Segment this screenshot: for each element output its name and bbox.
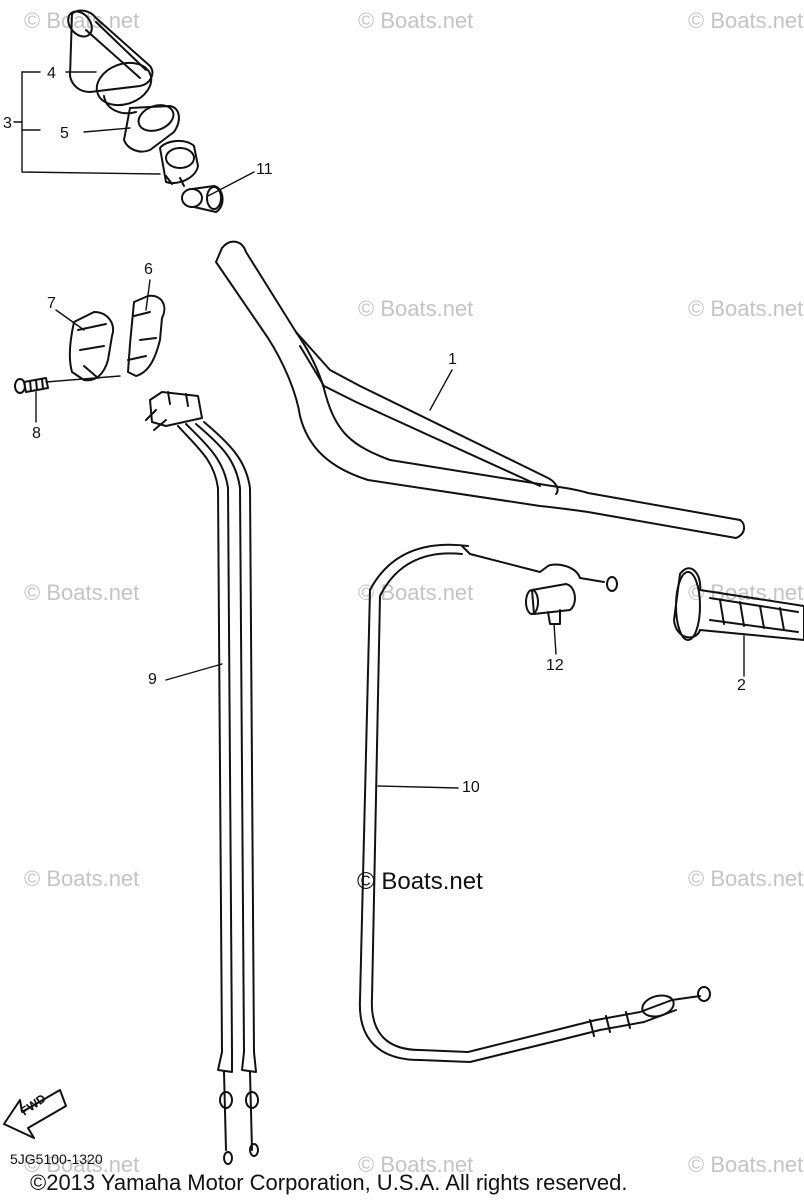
callout-6: 6: [144, 261, 153, 278]
collar: [181, 185, 224, 213]
fwd-arrow: [3, 1089, 67, 1139]
callout-8: 8: [32, 425, 41, 442]
callout-7: 7: [47, 295, 56, 312]
copyright-text: ©2013 Yamaha Motor Corporation, U.S.A. A…: [30, 1170, 628, 1195]
callout-12: 12: [546, 657, 564, 674]
right-grip: [673, 567, 804, 641]
callout-11: 11: [256, 161, 273, 178]
leader-lines: [13, 71, 745, 789]
diagram-code: 5JG5100-1320: [10, 1151, 103, 1167]
callout-4: 4: [47, 65, 56, 82]
bolt: [14, 377, 49, 394]
handlebar: [215, 240, 746, 539]
callout-2: 2: [737, 677, 746, 694]
left-grip-assembly: [67, 9, 199, 187]
callout-3: 3: [3, 115, 12, 132]
callout-9: 9: [148, 671, 157, 688]
callout-10: 10: [462, 779, 480, 796]
throttle-cables: [145, 391, 259, 1165]
center-watermark: © Boats.net: [357, 868, 483, 895]
callout-1: 1: [448, 351, 457, 368]
clutch-cable: [358, 543, 711, 1063]
handlebar-holder-lower: [68, 311, 114, 382]
callout-5: 5: [60, 125, 69, 142]
handlebar-holder-upper: [127, 294, 166, 377]
adjuster: [525, 583, 576, 625]
